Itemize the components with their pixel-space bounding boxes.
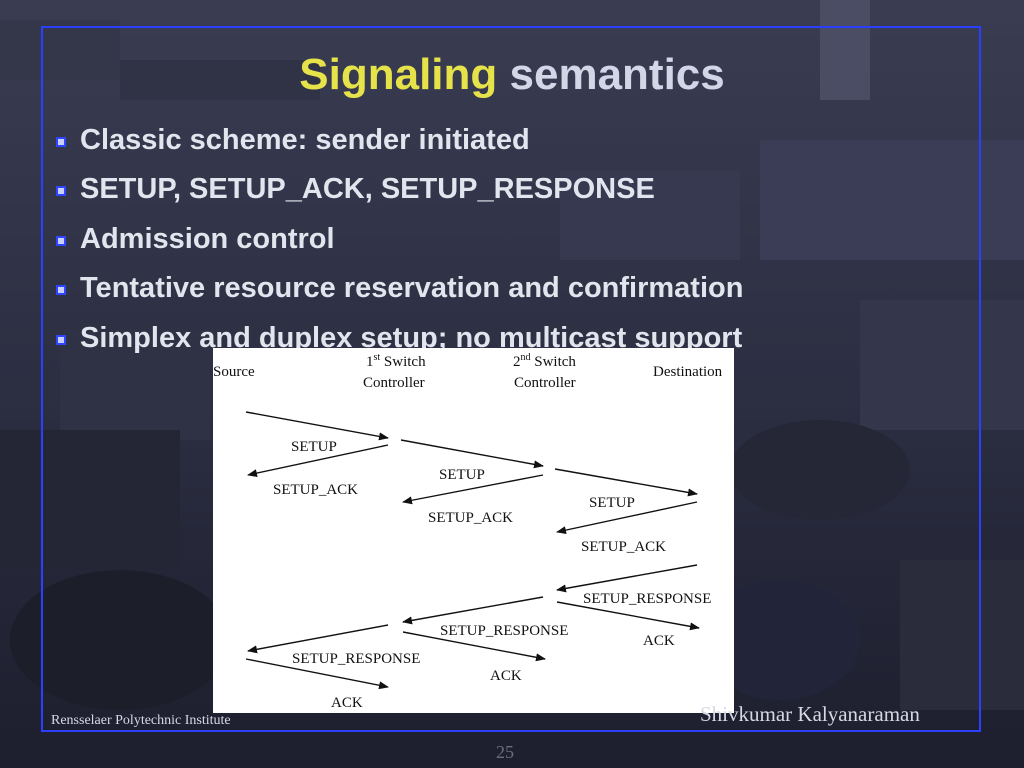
arrow-setup-source-to-switch1 — [246, 412, 388, 438]
label-setup-3: SETUP — [589, 495, 635, 511]
switch1-number: 1 — [366, 354, 374, 370]
bullet-item: Tentative resource reservation and confi… — [54, 264, 974, 314]
arrow-setup-switch2-to-destination — [555, 469, 697, 494]
switch2-superscript: nd — [521, 352, 531, 363]
header-switch2-line2: Controller — [514, 375, 576, 391]
square-bullet-icon — [56, 186, 66, 196]
label-setup-ack-3: SETUP_ACK — [581, 539, 666, 555]
label-setup-2: SETUP — [439, 467, 485, 483]
bullet-text: Classic scheme: sender initiated — [80, 117, 530, 163]
label-ack-2: ACK — [490, 668, 522, 684]
arrow-setupresponse-switch1-to-source — [248, 625, 388, 651]
signaling-sequence-diagram: Source 1st Switch Controller 2nd Switch … — [213, 348, 734, 713]
arrow-setupresponse-switch2-to-switch1 — [403, 597, 543, 622]
sequence-diagram-svg: Source 1st Switch Controller 2nd Switch … — [213, 348, 734, 713]
bullet-text: Tentative resource reservation and confi… — [80, 265, 743, 311]
header-source: Source — [213, 364, 255, 380]
switch2-word: Switch — [531, 354, 577, 370]
header-switch2-line1: 2nd Switch — [513, 352, 576, 370]
arrow-setup-switch1-to-switch2 — [401, 440, 543, 466]
switch2-number: 2 — [513, 354, 521, 370]
header-switch1-line1: 1st Switch — [366, 352, 426, 370]
label-setup-response-1: SETUP_RESPONSE — [292, 651, 420, 667]
bullet-text: Admission control — [80, 216, 335, 262]
footer-institution: Rensselaer Polytechnic Institute — [51, 713, 231, 729]
label-setup-1: SETUP — [291, 439, 337, 455]
slide-title: Signaling semantics — [0, 47, 1024, 103]
header-switch1-line2: Controller — [363, 375, 425, 391]
label-ack-1: ACK — [331, 695, 363, 711]
square-bullet-icon — [56, 236, 66, 246]
bullet-item: SETUP, SETUP_ACK, SETUP_RESPONSE — [54, 165, 974, 215]
bullet-item: Admission control — [54, 214, 974, 264]
square-bullet-icon — [56, 285, 66, 295]
bullet-item: Classic scheme: sender initiated — [54, 115, 974, 165]
arrow-setupresponse-destination-to-switch2 — [557, 565, 697, 590]
label-setup-ack-2: SETUP_ACK — [428, 510, 513, 526]
footer-author: Shivkumar Kalyanaraman — [700, 702, 920, 727]
label-setup-response-3: SETUP_RESPONSE — [583, 591, 711, 607]
switch1-word: Switch — [380, 354, 426, 370]
title-word: semantics — [510, 50, 725, 99]
page-number: 25 — [496, 742, 514, 763]
label-ack-3: ACK — [643, 633, 675, 649]
bullet-list: Classic scheme: sender initiated SETUP, … — [54, 115, 974, 363]
bullet-text: SETUP, SETUP_ACK, SETUP_RESPONSE — [80, 166, 655, 212]
square-bullet-icon — [56, 137, 66, 147]
square-bullet-icon — [56, 335, 66, 345]
header-destination: Destination — [653, 364, 723, 380]
label-setup-ack-1: SETUP_ACK — [273, 482, 358, 498]
title-highlight-word: Signaling — [299, 50, 497, 99]
label-setup-response-2: SETUP_RESPONSE — [440, 623, 568, 639]
